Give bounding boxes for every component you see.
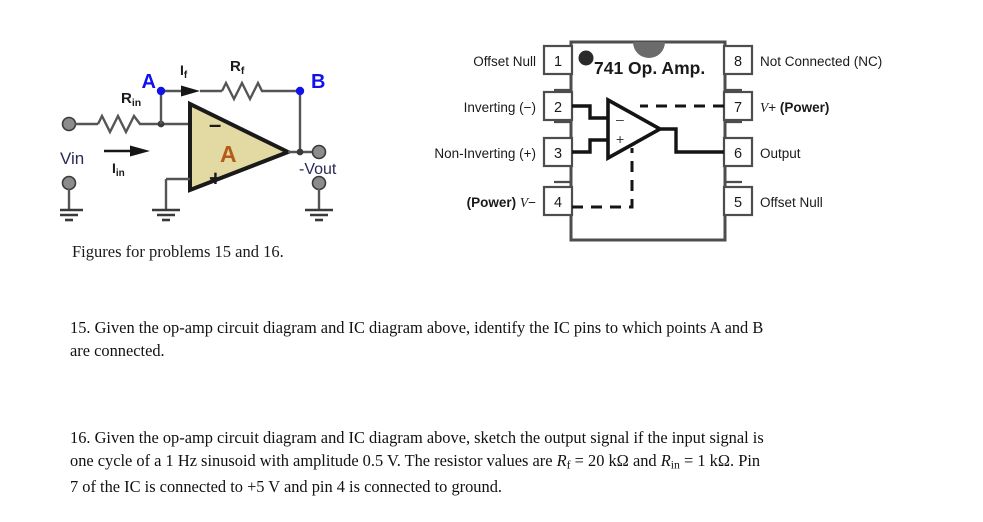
op-amp-triangle [188,100,293,193]
ic-chip-title: 741 Op. Amp. [594,58,705,78]
ic-pinout-diagram: 741 Op. Amp. 1 2 3 4 8 7 6 5 Offset Null… [434,40,882,242]
ic-pin-label-7: V+ (Power) [760,100,829,115]
question-16-line-2-part-b: = 20 kΩ and [570,450,661,470]
rf-symbol: R [556,450,567,470]
if-current-arrow [181,85,200,97]
question-16-line-3: 7 of the IC is connected to +5 V and pin… [70,476,502,496]
vin-reference-terminal [61,175,77,191]
ic-pin-number-2: 2 [554,100,562,116]
ic-internal-opamp-triangle [606,96,664,162]
ic-pin-number-6: 6 [734,146,742,162]
ic-pin-label-5: Offset Null [760,195,823,210]
ic-pin-label-4: (Power) V− [467,195,537,210]
question-15-line-1: 15. Given the op-amp circuit diagram and… [70,318,764,337]
vout-terminal [311,144,327,160]
node-a-dot [156,86,166,96]
vin-terminal [61,116,77,132]
figures-area: – + A [60,40,882,261]
rf-label: Rf [230,58,245,77]
op-amp-inverting-sign: – [209,112,221,137]
rin-label: Rin [121,90,141,109]
ic-internal-dashed-vminus [572,148,634,209]
ic-pin-label-3: Non-Inverting (+) [434,146,536,161]
ic-pin-label-6: Output [760,146,801,161]
question-16-line-1: 16. Given the op-amp circuit diagram and… [70,428,764,447]
ic-pin-boxes-left: 1 2 3 4 [542,44,574,217]
op-amp-noninverting-sign: + [209,166,222,191]
junction-dot-output [296,148,304,156]
question-16-line-2-part-a: one cycle of a 1 Hz sinusoid with amplit… [70,450,557,470]
ic-pin-number-3: 3 [554,146,562,162]
ic-internal-wire-output [660,127,724,154]
ic-pin-number-7: 7 [734,100,742,116]
ic-pin-label-8: Not Connected (NC) [760,54,882,69]
question-16-line-2: one cycle of a 1 Hz sinusoid with amplit… [70,450,950,476]
figures-caption: Figures for problems 15 and 16. [72,242,284,261]
ic-pin-boxes-right: 8 7 6 5 [722,44,754,217]
question-16-line-2-part-c: = 1 kΩ. Pin [679,450,761,470]
question-15: 15. Given the op-amp circuit diagram and… [70,317,950,362]
ic-pin-label-2: Inverting (−) [464,100,536,115]
ic-pin1-indicator-dot [578,50,594,66]
question-16: 16. Given the op-amp circuit diagram and… [70,427,950,498]
rf-subscript: f [566,457,571,472]
rf-resistor-symbol [220,80,300,102]
op-amp-circuit-diagram: – + A [60,58,337,222]
vout-reference-terminal [311,175,327,191]
ic-pin-number-4: 4 [554,195,562,211]
ic-notch [633,42,665,58]
ic-pin-number-5: 5 [734,195,742,211]
node-a-label: A [142,71,156,93]
iin-current-arrow-head [130,145,150,157]
op-amp-gain-letter: A [220,141,237,167]
ic-internal-inverting-sign: – [616,111,624,127]
vin-label: Vin [60,149,84,168]
node-b-label: B [311,71,325,93]
ic-pin-number-1: 1 [554,54,562,70]
rin-symbol: R [660,450,671,470]
ground-symbol-input [60,208,83,222]
ic-internal-wire-inverting [572,104,608,120]
if-label: If [180,62,188,81]
rin-resistor-symbol [96,113,154,135]
ground-symbol-output [305,208,333,222]
rin-subscript: in [670,457,680,472]
ic-pin-number-8: 8 [734,54,742,70]
node-b-dot [295,86,305,96]
ic-internal-wire-noninverting [572,138,608,154]
ic-internal-noninverting-sign: + [616,131,624,147]
iin-label: Iin [112,160,125,179]
question-15-line-2: are connected. [70,340,165,360]
vout-label: -Vout [299,161,337,178]
ic-pin-label-1: Offset Null [473,54,536,69]
ground-symbol-opamp [152,208,180,222]
